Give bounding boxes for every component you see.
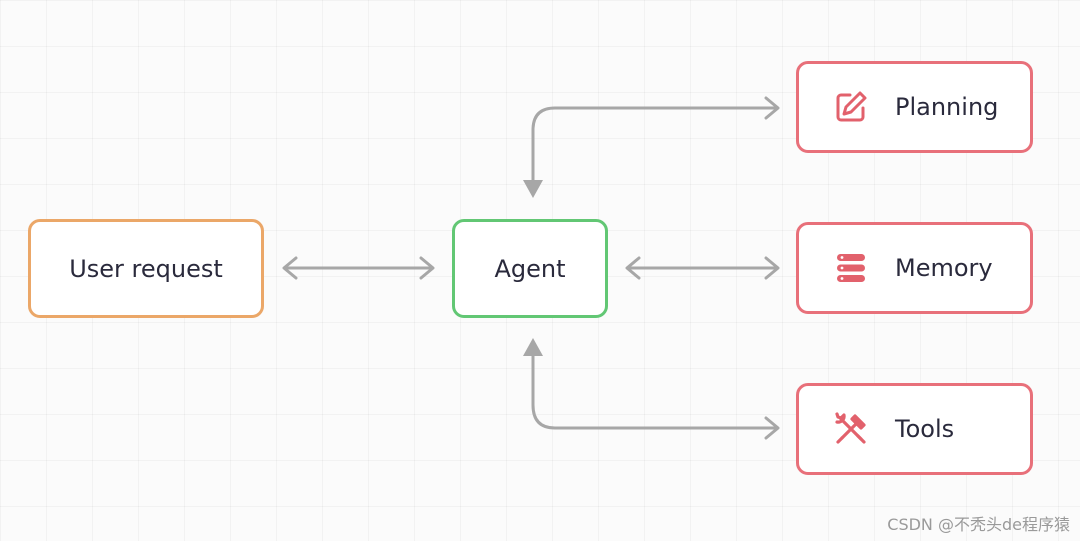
arrowhead-agent-bottom <box>523 338 543 356</box>
edit-icon <box>833 89 869 125</box>
arrow-user-agent <box>282 256 435 280</box>
node-tools-label: Tools <box>895 415 955 443</box>
node-memory-label: Memory <box>895 254 993 282</box>
node-planning-label: Planning <box>895 93 999 121</box>
arrow-agent-tools <box>531 350 780 440</box>
database-icon <box>833 250 869 286</box>
node-planning: Planning <box>796 61 1033 153</box>
node-user-request-label: User request <box>69 254 223 283</box>
node-agent: Agent <box>452 219 608 318</box>
tools-icon <box>833 411 869 447</box>
node-user-request: User request <box>28 219 264 318</box>
node-agent-label: Agent <box>494 254 566 283</box>
node-tools: Tools <box>796 383 1033 475</box>
arrow-agent-memory <box>625 256 780 280</box>
arrow-agent-planning <box>531 96 780 192</box>
node-memory: Memory <box>796 222 1033 314</box>
watermark: CSDN @不秃头de程序猿 <box>887 515 1070 534</box>
arrowhead-agent-top <box>523 180 543 198</box>
